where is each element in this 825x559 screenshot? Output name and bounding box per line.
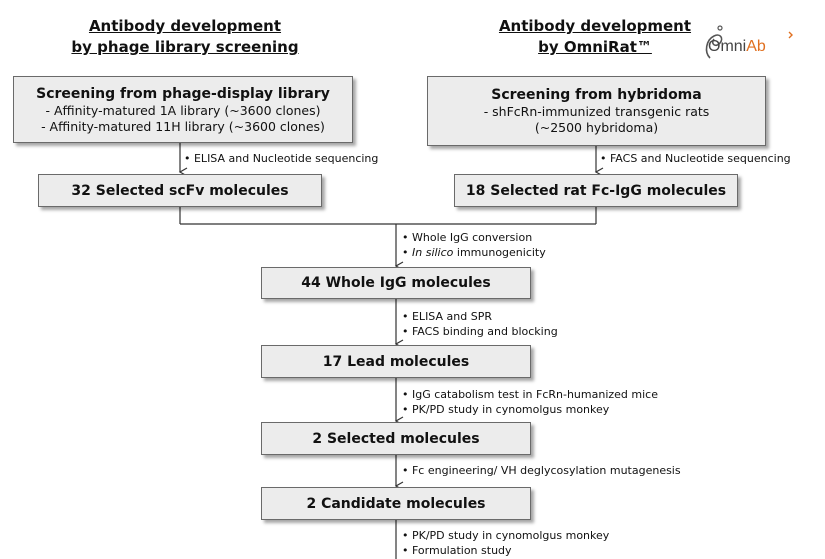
- box-scfv: 32 Selected scFv molecules: [38, 174, 322, 207]
- note-hybridoma-step: • FACS and Nucleotide sequencing: [600, 152, 791, 165]
- box-rat-igg: 18 Selected rat Fc-IgG molecules: [454, 174, 738, 207]
- header-omnirat: Antibody development by OmniRat™: [470, 16, 720, 58]
- note-lead-line-1: • ELISA and SPR: [402, 310, 492, 323]
- box-lead-label: 17 Lead molecules: [322, 353, 470, 370]
- note-lead-line-2: • FACS binding and blocking: [402, 325, 558, 338]
- note-igg-line-2: • In silico immunogenicity: [402, 245, 546, 260]
- box-phage-title: Screening from phage-display library: [36, 85, 330, 102]
- note-final-line-2: • Formulation study: [402, 544, 512, 557]
- header-omnirat-line2: by OmniRat™: [538, 38, 652, 56]
- omniab-logo-text: OmniAb: [708, 38, 766, 56]
- box-selected: 2 Selected molecules: [261, 422, 531, 455]
- note-selected-line-1: • IgG catabolism test in FcRn-humanized …: [402, 388, 658, 401]
- note-final-step: • PK/PD study in cynomolgus monkey • For…: [402, 528, 609, 558]
- box-selected-label: 2 Selected molecules: [312, 430, 480, 447]
- box-phage-line-1: - Affinity-matured 1A library (~3600 clo…: [45, 102, 321, 118]
- box-candidate-label: 2 Candidate molecules: [306, 495, 486, 512]
- box-whole-igg-label: 44 Whole IgG molecules: [301, 275, 491, 291]
- box-phage-line-2: - Affinity-matured 11H library (~3600 cl…: [41, 118, 325, 134]
- logo-suffix: Ab: [746, 38, 766, 55]
- note-final-line-1: • PK/PD study in cynomolgus monkey: [402, 529, 610, 542]
- box-hybridoma-title: Screening from hybridoma: [491, 87, 702, 103]
- box-hybridoma-line-1: - shFcRn-immunized transgenic rats: [483, 104, 710, 119]
- note-igg-step: • Whole IgG conversion • In silico immun…: [402, 230, 546, 260]
- box-hybridoma-line-2: (~2500 hybridoma): [534, 120, 659, 135]
- note-igg-rest: immunogenicity: [453, 246, 546, 259]
- header-omnirat-line1: Antibody development: [498, 17, 692, 35]
- note-igg-italic: In silico: [412, 246, 454, 259]
- box-phage-screening: Screening from phage-display library - A…: [13, 76, 353, 143]
- note-igg-bullet: •: [402, 246, 412, 259]
- box-hybridoma-screening: Screening from hybridoma - shFcRn-immuni…: [427, 76, 766, 146]
- note-phage-step: • ELISA and Nucleotide sequencing: [184, 152, 379, 165]
- note-igg-line-1: • Whole IgG conversion: [402, 231, 533, 244]
- header-phage-line2: by phage library screening: [71, 38, 299, 56]
- omniab-logo-icon: [705, 25, 793, 59]
- box-rat-label: 18 Selected rat Fc-IgG molecules: [465, 182, 727, 199]
- header-phage-line1: Antibody development: [88, 17, 282, 35]
- note-selected-step: • IgG catabolism test in FcRn-humanized …: [402, 387, 658, 417]
- box-candidate: 2 Candidate molecules: [261, 487, 531, 520]
- header-phage: Antibody development by phage library sc…: [40, 16, 330, 58]
- note-selected-line-2: • PK/PD study in cynomolgus monkey: [402, 403, 610, 416]
- box-lead: 17 Lead molecules: [261, 345, 531, 378]
- note-lead-step: • ELISA and SPR • FACS binding and block…: [402, 309, 558, 339]
- box-scfv-label: 32 Selected scFv molecules: [71, 182, 289, 199]
- logo-prefix: Omni: [708, 38, 747, 55]
- note-candidate-step: • Fc engineering/ VH deglycosylation mut…: [402, 464, 681, 477]
- box-whole-igg: 44 Whole IgG molecules: [261, 267, 531, 299]
